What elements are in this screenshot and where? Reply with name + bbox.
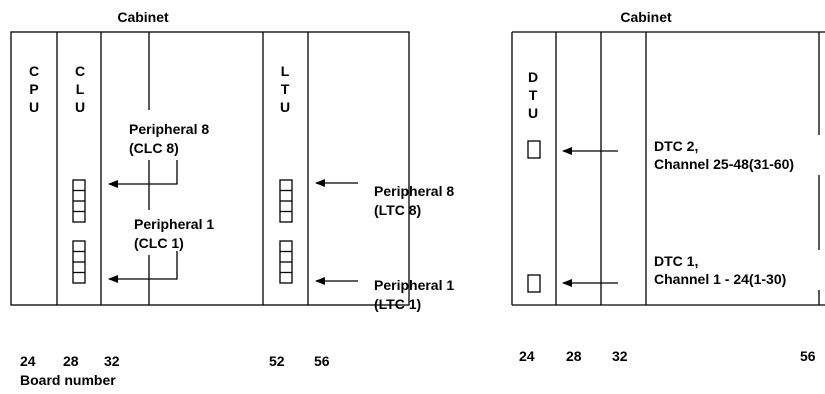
label-line: DTC 1,: [654, 253, 698, 269]
dtu-connector-upper: [527, 140, 541, 159]
clc1-arrow: [108, 251, 178, 283]
board-number: 28: [566, 348, 582, 364]
board-number: 32: [612, 348, 628, 364]
dtc1-label-backing: [650, 250, 825, 290]
board-letter: C: [75, 63, 85, 79]
ltc1-label: Peripheral 1 (LTC 1): [374, 277, 454, 312]
dtc1-label: DTC 1, Channel 1 - 24(1-30): [654, 253, 786, 287]
dtu-connector-lower: [527, 274, 541, 293]
cpu-board-label: C P U: [29, 63, 39, 115]
label-line: Peripheral 1: [374, 277, 454, 293]
dtc2-label-backing: [650, 135, 825, 175]
clc8-arrow: [108, 160, 178, 188]
ltu-connector-lower: [279, 240, 293, 284]
board-letter: U: [29, 99, 39, 115]
board-number: 56: [800, 348, 816, 364]
board-letter: L: [281, 63, 290, 79]
board-letter: U: [75, 99, 85, 115]
label-line: (LTC 1): [374, 296, 421, 312]
board-number: 24: [519, 348, 535, 364]
board-letter: L: [76, 81, 85, 97]
right-cabinet-title: Cabinet: [620, 9, 672, 25]
ltc8-label: Peripheral 8 (LTC 8): [374, 183, 454, 218]
label-line: DTC 2,: [654, 138, 698, 154]
label-line: Channel 1 - 24(1-30): [654, 271, 786, 287]
board-letter: C: [29, 63, 39, 79]
ltu-connector-upper: [279, 179, 293, 223]
clu-connector-lower: [72, 240, 86, 284]
board-letter: U: [280, 99, 290, 115]
label-line: Peripheral 8: [129, 121, 209, 137]
ltu-board-label: L T U: [280, 63, 290, 115]
board-number: 52: [269, 353, 285, 369]
label-line: (CLC 8): [129, 140, 179, 156]
board-number: 32: [104, 353, 120, 369]
board-number: 56: [314, 353, 330, 369]
board-number-axis-label: Board number: [20, 372, 116, 388]
clu-board-label: C L U: [75, 63, 85, 115]
left-cabinet-frame: [10, 31, 410, 306]
board-letter: D: [528, 69, 538, 85]
board-letter: U: [528, 105, 538, 121]
label-line: (CLC 1): [134, 235, 184, 251]
label-line: Channel 25-48(31-60): [654, 156, 794, 172]
right-cabinet: Cabinet D T U DTC 2, Channel 25-48(31-60…: [511, 9, 825, 306]
left-cabinet: Cabinet C P U C L U L T U: [10, 9, 410, 306]
board-number: 24: [20, 353, 36, 369]
label-line: Peripheral 1: [134, 216, 214, 232]
board-letter: T: [281, 81, 290, 97]
board-letter: T: [529, 87, 538, 103]
left-board-numbers: 24 28 32 52 56: [20, 353, 330, 369]
label-line: Peripheral 8: [374, 183, 454, 199]
dtu-board-label: D T U: [528, 69, 538, 121]
board-number: 28: [63, 353, 79, 369]
right-board-numbers: 24 28 32 56: [519, 348, 816, 364]
label-line: (LTC 8): [374, 202, 421, 218]
clc1-label: Peripheral 1 (CLC 1): [134, 216, 214, 251]
board-letter: P: [29, 81, 38, 97]
clc8-label: Peripheral 8 (CLC 8): [129, 121, 209, 156]
clu-connector-upper: [72, 179, 86, 223]
dtc2-label: DTC 2, Channel 25-48(31-60): [654, 138, 794, 172]
left-cabinet-title: Cabinet: [117, 9, 169, 25]
